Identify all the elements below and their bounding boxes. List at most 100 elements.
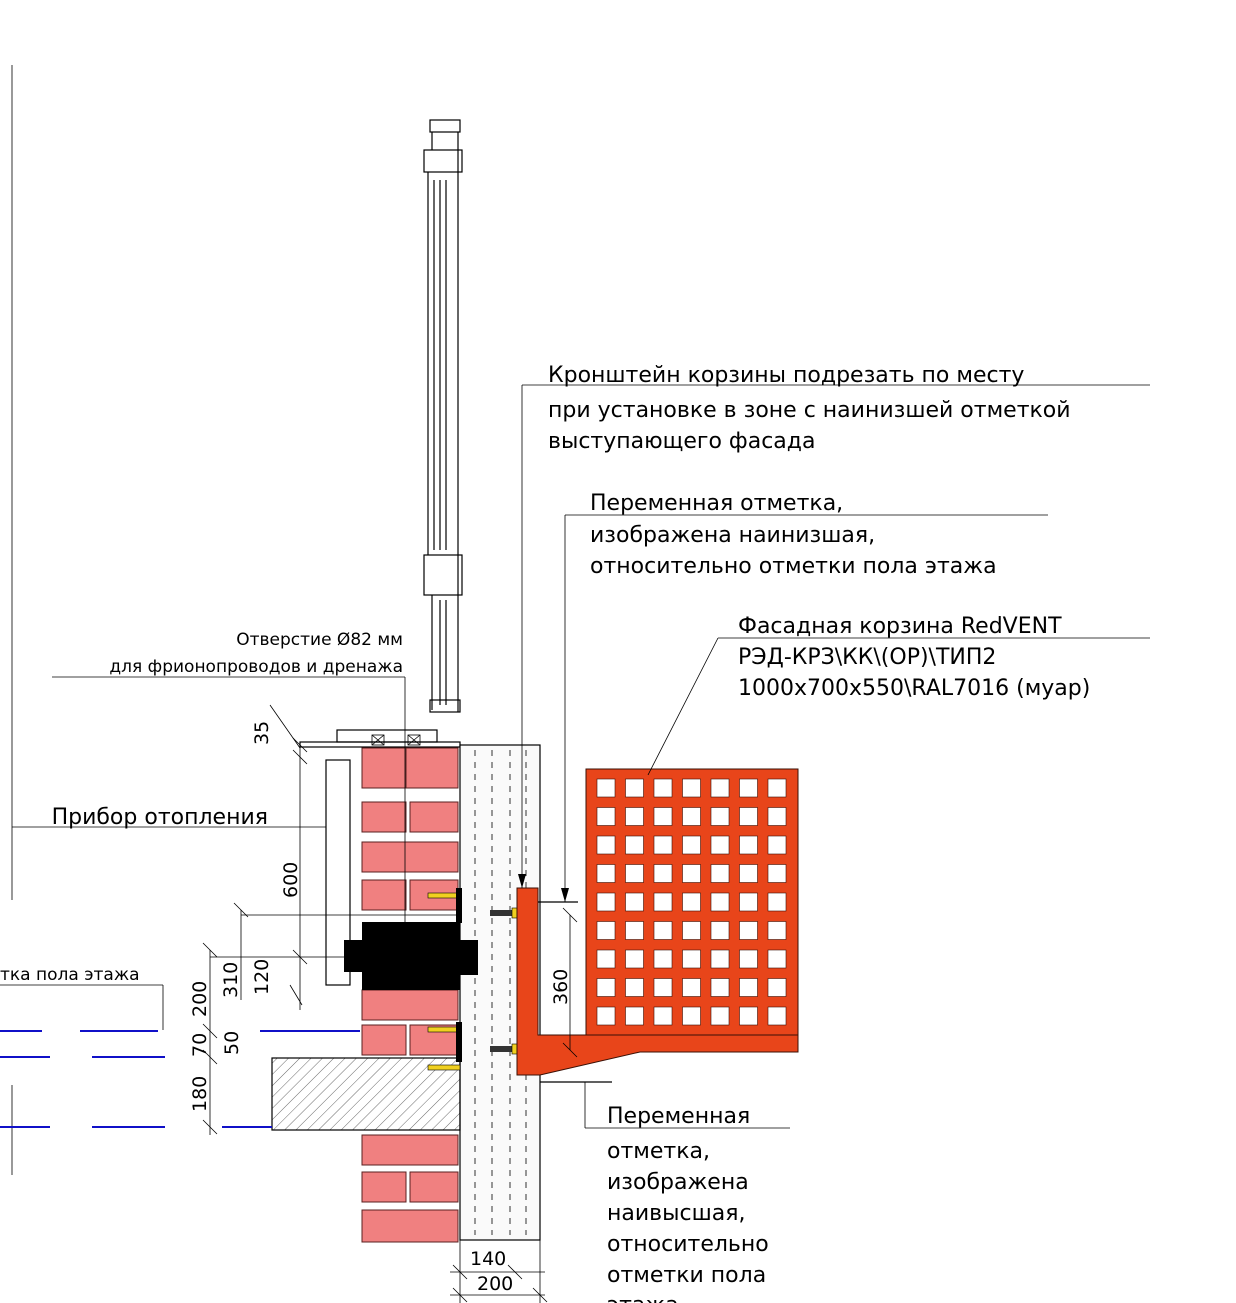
basket-cell [682, 835, 701, 855]
basket-cell [767, 978, 787, 997]
basket-cell [710, 892, 730, 912]
basket-cell [682, 949, 701, 969]
basket-cell [596, 978, 616, 997]
basket-cell [625, 921, 644, 940]
basket-cell [739, 835, 758, 855]
basket-cell [596, 949, 616, 969]
dimension-lines [202, 704, 578, 1303]
basket-cell [653, 921, 673, 940]
basket-cell [653, 1006, 673, 1026]
basket-line3: 1000х700х550\RAL7016 (муар) [738, 676, 1090, 701]
dim-360: 360 [550, 969, 572, 1005]
dim-140: 140 [470, 1248, 506, 1270]
basket-cell [739, 892, 758, 912]
hole-label-line2: для фрионопроводов и дренажа [109, 657, 403, 677]
basket-cell [739, 1006, 758, 1026]
dim-200-vertical: 200 [189, 981, 211, 1017]
dim-70: 70 [189, 1033, 211, 1057]
dim-50: 50 [221, 1031, 243, 1055]
basket-cell [767, 778, 787, 798]
var-low-line3: относительно отметки пола этажа [590, 554, 997, 579]
hole-label-line1: Отверстие Ø82 мм [236, 630, 403, 650]
dim-35: 35 [251, 721, 273, 745]
basket-cell [596, 921, 616, 940]
basket-cell [767, 1006, 787, 1026]
basket-cell [625, 978, 644, 997]
basket-cell [710, 864, 730, 883]
seal-marks [371, 734, 421, 746]
heater-body [325, 759, 351, 986]
var-high-line1: Переменная [607, 1104, 750, 1129]
basket-cell [596, 835, 616, 855]
facade-basket [585, 768, 799, 1036]
basket-cell [625, 835, 644, 855]
basket-cell [625, 949, 644, 969]
bracket-note-line1: Кронштейн корзины подрезать по месту [548, 363, 1024, 388]
basket-cell [625, 778, 644, 798]
basket-cell [767, 949, 787, 969]
basket-cell [653, 892, 673, 912]
var-high-line6: отметки пола [607, 1263, 766, 1288]
basket-cell [739, 864, 758, 883]
dim-310: 310 [220, 962, 242, 998]
var-high-line5: относительно [607, 1232, 769, 1257]
heater-label: Прибор отопления [52, 805, 268, 830]
basket-line2: РЭД-КРЗ\КК\(ОР)\ТИП2 [738, 645, 996, 670]
var-low-line1: Переменная отметка, [590, 491, 843, 516]
window-frame [299, 119, 463, 748]
floor-level-lines [0, 1030, 360, 1128]
basket-bracket [516, 887, 799, 1083]
basket-cell [739, 949, 758, 969]
basket-cell [596, 807, 616, 826]
basket-cell [739, 978, 758, 997]
basket-cell [682, 892, 701, 912]
bracket-note-line3: выступающего фасада [548, 429, 815, 454]
basket-cell [739, 807, 758, 826]
var-high-line2: отметка, [607, 1139, 710, 1164]
basket-cell [767, 864, 787, 883]
brick-wall [361, 747, 459, 1243]
basket-cell [653, 807, 673, 826]
basket-cell [767, 892, 787, 912]
basket-cell [596, 778, 616, 798]
basket-cell [682, 1006, 701, 1026]
basket-cell [653, 778, 673, 798]
basket-cell [710, 978, 730, 997]
dim-180: 180 [189, 1076, 211, 1112]
basket-cell [710, 1006, 730, 1026]
basket-cell [653, 978, 673, 997]
basket-cell [767, 835, 787, 855]
basket-cell [767, 921, 787, 940]
var-high-line4: наивысшая, [607, 1201, 745, 1226]
var-high-line3: изображена [607, 1170, 749, 1195]
basket-cell [625, 864, 644, 883]
dim-200-horizontal: 200 [477, 1273, 513, 1295]
basket-cell [625, 1006, 644, 1026]
floor-mark-label: тка пола этажа [0, 965, 140, 985]
basket-cell [596, 1006, 616, 1026]
basket-cell [739, 778, 758, 798]
basket-cell [710, 807, 730, 826]
dim-600: 600 [280, 862, 302, 898]
basket-cell [710, 778, 730, 798]
basket-cell [682, 807, 701, 826]
basket-cell [625, 892, 644, 912]
basket-cell [739, 921, 758, 940]
dim-120: 120 [251, 959, 273, 995]
basket-cell [653, 835, 673, 855]
basket-line1: Фасадная корзина RedVENT [738, 614, 1062, 639]
basket-cell [767, 807, 787, 826]
basket-cell [682, 978, 701, 997]
basket-cell [653, 864, 673, 883]
var-high-line7: этажа [607, 1293, 679, 1303]
basket-cell [682, 864, 701, 883]
basket-cell [710, 949, 730, 969]
basket-cell [596, 892, 616, 912]
basket-cell [596, 864, 616, 883]
basket-cell [653, 949, 673, 969]
ac-unit [344, 922, 478, 990]
var-low-line2: изображена наинизшая, [590, 523, 875, 548]
bracket-note-line2: при установке в зоне с наинизшей отметко… [548, 398, 1071, 423]
anchor-bolts [427, 888, 521, 1071]
